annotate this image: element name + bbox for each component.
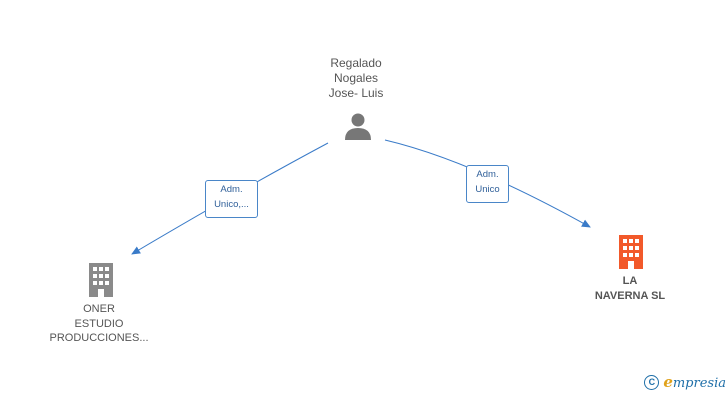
brand-name: empresia <box>663 373 726 391</box>
building-icon[interactable] <box>615 234 647 270</box>
person-name-line-1: Regalado <box>330 56 382 70</box>
building-icon[interactable] <box>85 262 117 298</box>
brand-initial: e <box>663 373 673 391</box>
company-name-line-3: PRODUCCIONES... <box>49 332 149 344</box>
relation-label-line-2: Unico <box>475 184 500 195</box>
relation-label-line-2: Unico,... <box>214 199 249 210</box>
relation-label-oner[interactable]: Adm. Unico,... <box>205 180 258 218</box>
company-name-la-naverna[interactable]: LA NAVERNA SL <box>570 274 690 303</box>
copyright-icon: C <box>644 374 660 390</box>
company-name-line-2: ESTUDIO <box>74 317 124 330</box>
relation-label-la-naverna[interactable]: Adm. Unico <box>466 165 509 203</box>
brand-rest: mpresia <box>672 376 726 391</box>
brand-logo: C empresia <box>644 372 726 392</box>
relation-label-line-1: Adm. <box>220 184 243 195</box>
person-name-line-3: Jose- Luis <box>328 86 384 100</box>
company-name-line-1: LA <box>622 275 638 287</box>
relation-label-line-1: Adm. <box>476 169 499 180</box>
person-name-line-2: Nogales <box>333 71 379 85</box>
person-name[interactable]: Regalado Nogales Jose- Luis <box>286 56 426 101</box>
company-name-oner[interactable]: ONER ESTUDIO PRODUCCIONES... <box>34 302 164 346</box>
company-name-line-2: NAVERNA SL <box>594 289 666 302</box>
person-icon[interactable] <box>343 111 373 141</box>
company-name-line-1: ONER <box>83 303 115 315</box>
